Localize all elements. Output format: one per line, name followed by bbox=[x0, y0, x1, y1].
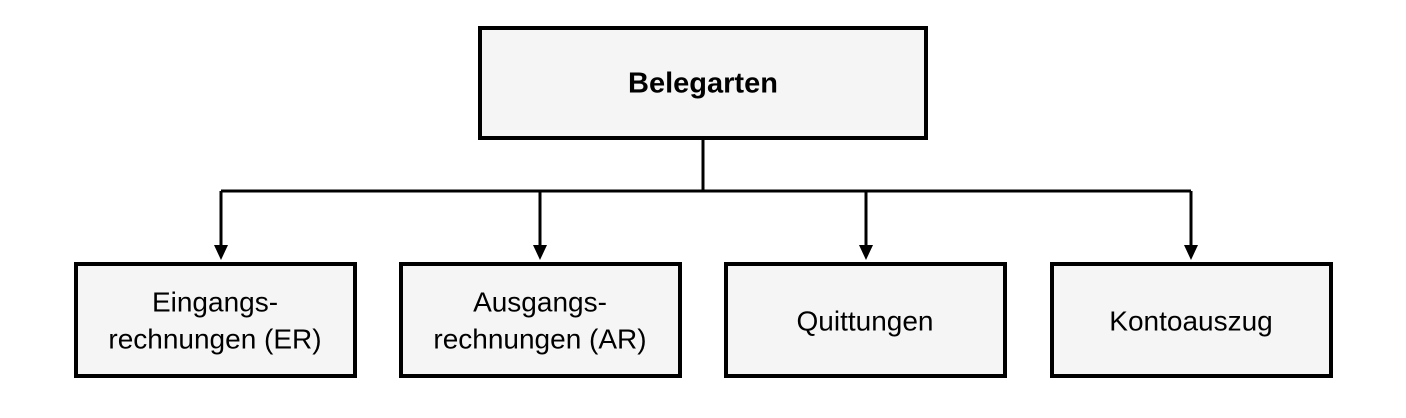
child-node-label-line-1: Eingangs- bbox=[152, 286, 278, 317]
arrowhead-4 bbox=[1184, 245, 1198, 260]
child-node-box bbox=[724, 262, 1007, 378]
child-node-label: Quittungen bbox=[797, 305, 934, 336]
root-node: Belegarten bbox=[478, 26, 928, 140]
child-node-kontoauszug: Kontoauszug bbox=[1050, 262, 1333, 378]
child-node-box bbox=[74, 262, 357, 378]
child-node-label-line-2: rechnungen (AR) bbox=[433, 323, 646, 354]
arrowhead-2 bbox=[533, 245, 547, 260]
child-node-ausgangsrechnungen: Ausgangs- rechnungen (AR) bbox=[399, 262, 682, 378]
child-node-label-line-1: Ausgangs- bbox=[473, 286, 607, 317]
child-node-label-line-2: rechnungen (ER) bbox=[108, 323, 321, 354]
child-node-eingangsrechnungen: Eingangs- rechnungen (ER) bbox=[74, 262, 357, 378]
root-node-box bbox=[478, 26, 928, 140]
child-node-label: Kontoauszug bbox=[1109, 305, 1272, 336]
root-node-label: Belegarten bbox=[628, 68, 778, 100]
child-node-box bbox=[1050, 262, 1333, 378]
arrowhead-1 bbox=[214, 245, 228, 260]
connectors bbox=[214, 140, 1198, 260]
child-node-box bbox=[399, 262, 682, 378]
child-node-quittungen: Quittungen bbox=[724, 262, 1007, 378]
arrowhead-3 bbox=[859, 245, 873, 260]
